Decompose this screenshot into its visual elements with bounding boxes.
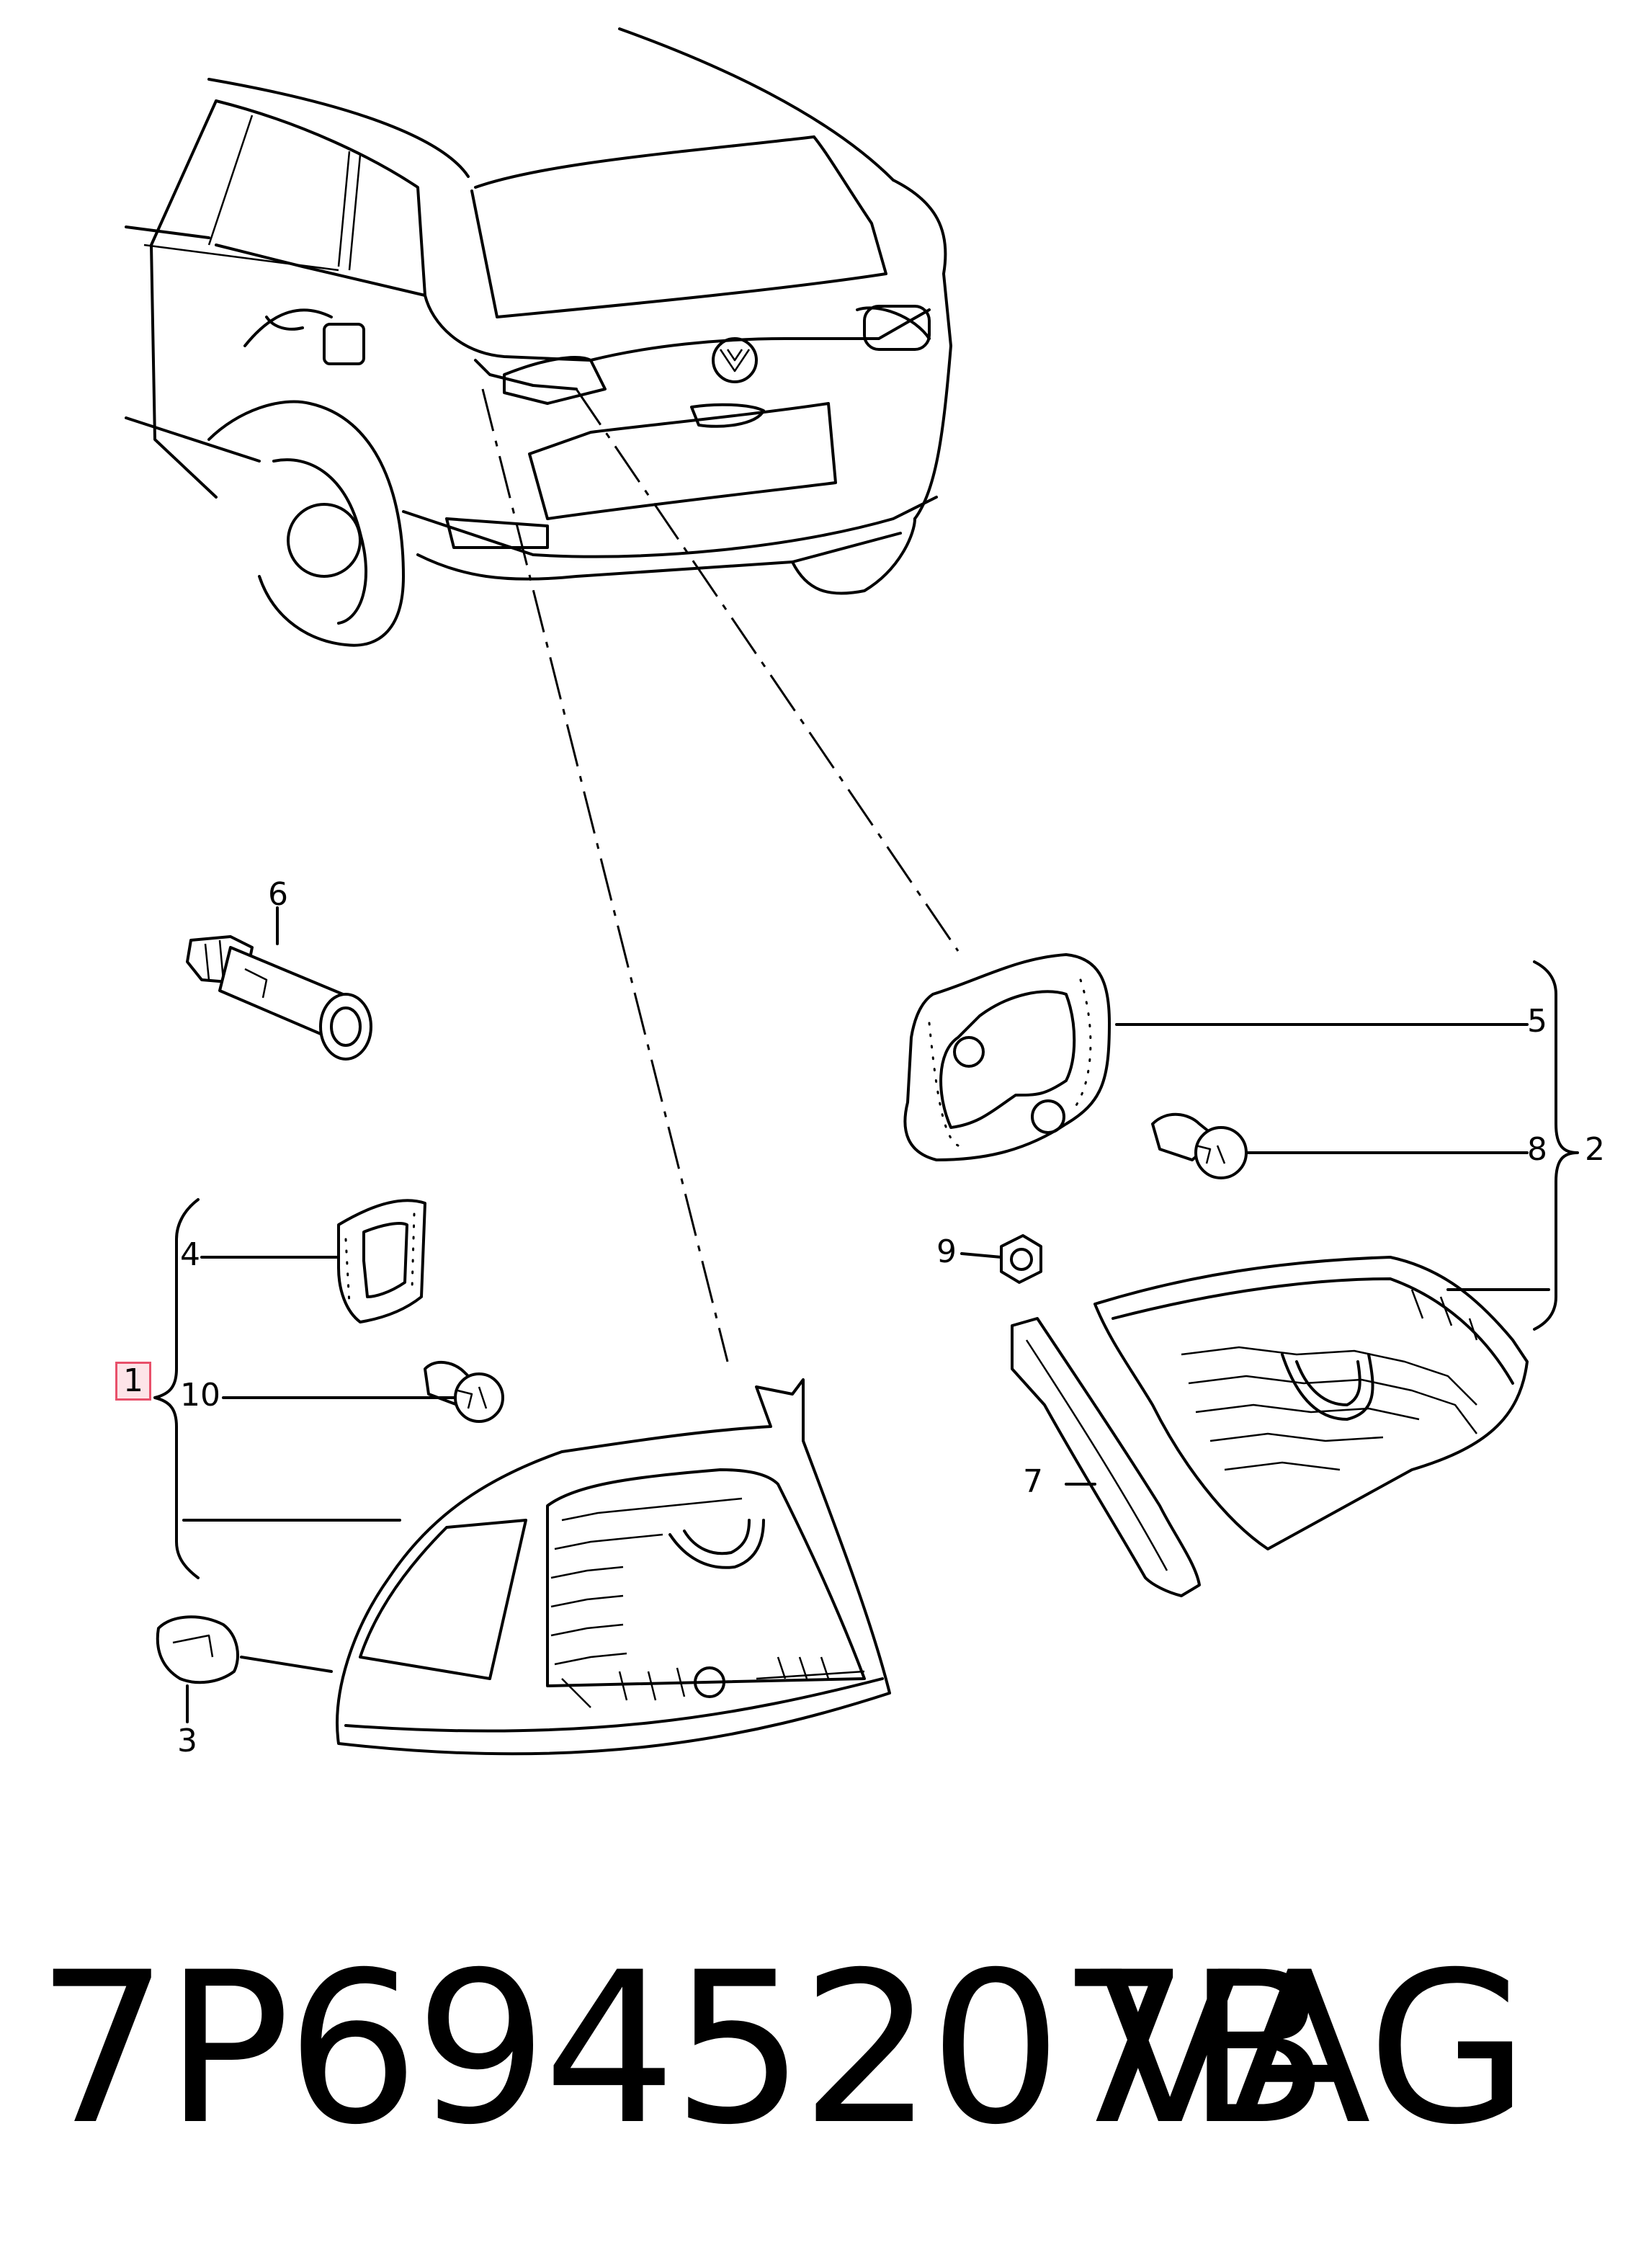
part-3-cap <box>156 1615 333 1723</box>
vehicle-rear-view <box>125 27 952 647</box>
part-number: 7P6945207B <box>36 1928 1330 2171</box>
callout-4: 4 <box>180 1236 200 1273</box>
leader-lines <box>481 388 960 1362</box>
parts-diagram <box>125 27 1579 1756</box>
part-5-gasket <box>903 953 1529 1161</box>
bracket-1 <box>153 1198 200 1579</box>
callout-2: 2 <box>1585 1131 1605 1168</box>
callout-7: 7 <box>1023 1463 1043 1500</box>
part-2-inner-lamp <box>1093 1256 1550 1550</box>
part-6-bulb-holder <box>186 906 372 1061</box>
part-9-nut <box>960 1234 1042 1284</box>
part-8-bulb <box>1151 1112 1529 1179</box>
callout-10: 10 <box>180 1377 220 1414</box>
callout-6: 6 <box>268 876 288 913</box>
part-4-gasket <box>200 1199 426 1323</box>
bracket-2 <box>1533 960 1579 1331</box>
brand-name: VAG <box>1099 1928 1529 2171</box>
callout-1[interactable]: 1 <box>115 1362 151 1401</box>
part-1-tail-lamp <box>182 1378 891 1756</box>
part-10-bulb <box>222 1360 504 1423</box>
callout-8: 8 <box>1527 1131 1547 1168</box>
callout-9: 9 <box>936 1233 957 1270</box>
part-7-seal-strip <box>1011 1317 1201 1597</box>
callout-5: 5 <box>1527 1003 1547 1040</box>
callout-3: 3 <box>177 1723 197 1759</box>
